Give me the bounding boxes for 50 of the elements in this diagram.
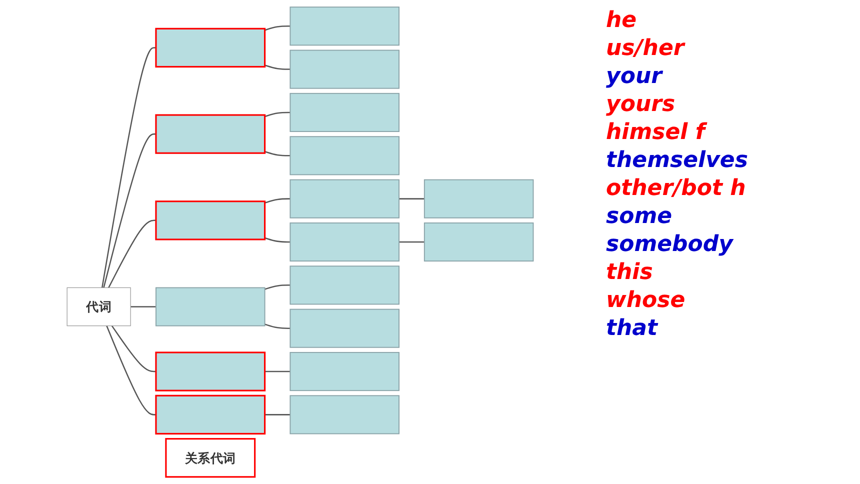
connector (264, 112, 290, 118)
connector (264, 370, 290, 372)
annotation-text: himsel f (606, 120, 856, 146)
node-box (155, 28, 266, 68)
annotation-text: themselves (606, 148, 749, 174)
connector (106, 326, 156, 416)
annotation-text: this (606, 260, 654, 286)
connector (102, 133, 156, 288)
node-box: 关系代词 (164, 438, 256, 478)
connector (398, 198, 424, 200)
node-box (290, 308, 400, 348)
node-box (290, 6, 400, 46)
connector (264, 150, 290, 156)
node-box (290, 92, 400, 132)
annotation-text: some (606, 204, 674, 230)
connector (111, 325, 156, 372)
connector (264, 324, 290, 329)
node-box (155, 287, 266, 326)
node-box (155, 352, 266, 392)
annotation-text: somebody (606, 232, 735, 258)
node-box (155, 200, 266, 240)
node-box (424, 222, 534, 262)
node-box (290, 179, 400, 218)
node-box (290, 222, 400, 262)
node-box (290, 266, 400, 305)
node-box (290, 395, 400, 434)
annotation-text: he (606, 8, 638, 34)
annotation-text: your (606, 64, 664, 90)
node-box (290, 136, 400, 176)
node-box (424, 179, 534, 218)
node-box (155, 114, 266, 154)
annotation-text: whose (606, 288, 686, 314)
connector (101, 47, 156, 288)
node-box (290, 352, 400, 392)
connector (264, 64, 290, 70)
connector (264, 198, 290, 204)
node-box: 代词 (66, 287, 131, 326)
node-box (290, 50, 400, 89)
annotation-text: yours (606, 92, 676, 118)
connector (264, 414, 290, 416)
connector (264, 26, 290, 31)
connector (398, 241, 424, 243)
connector (264, 284, 290, 290)
annotation-text: that (606, 316, 660, 342)
connector (108, 220, 156, 288)
connector (130, 306, 156, 308)
node-box (155, 394, 266, 435)
annotation-text: us/her (606, 36, 686, 62)
connector (264, 237, 290, 243)
annotation-text: other/bot h (606, 176, 747, 202)
